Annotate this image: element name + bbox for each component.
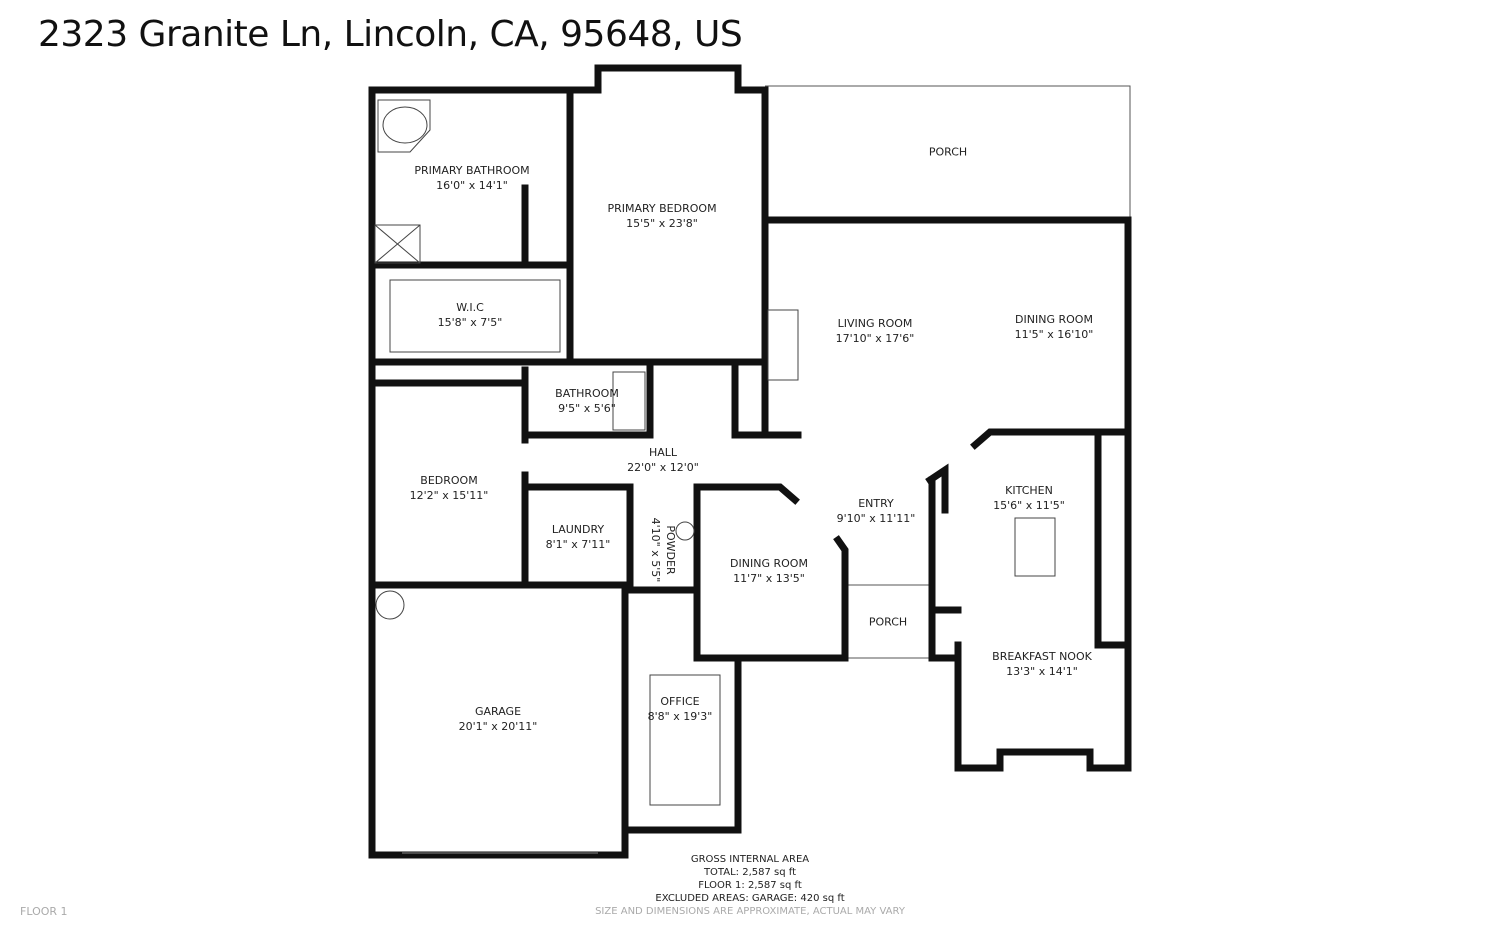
- walls: [368, 64, 1132, 859]
- floor-label: FLOOR 1: [20, 905, 68, 918]
- fixtures: [374, 99, 1056, 854]
- area-excluded: EXCLUDED AREAS: GARAGE: 420 sq ft: [655, 893, 845, 904]
- area-heading: GROSS INTERNAL AREA: [690, 854, 810, 865]
- area-floor1: FLOOR 1: 2,587 sq ft: [698, 880, 802, 891]
- area-total: TOTAL: 2,587 sq ft: [703, 867, 797, 878]
- disclaimer: SIZE AND DIMENSIONS ARE APPROXIMATE, ACT…: [595, 906, 905, 917]
- room-label-porch: PORCH: [928, 145, 968, 159]
- room-label-porch-2: PORCH: [868, 615, 908, 629]
- bathtub-icon: [377, 99, 431, 153]
- property-address-title: 2323 Granite Ln, Lincoln, CA, 95648, US: [38, 14, 743, 55]
- kitchen-island: [1014, 517, 1056, 577]
- fireplace-icon: [767, 309, 799, 381]
- porch-outline: [765, 85, 1131, 659]
- shower-icon: [374, 224, 421, 264]
